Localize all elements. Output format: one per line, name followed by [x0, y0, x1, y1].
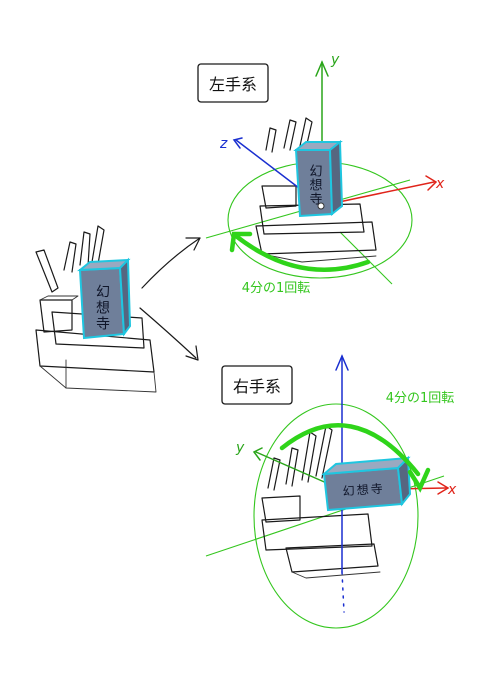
original-shrine: 幻想寺: [35, 225, 157, 393]
left-x-axis-label: x: [435, 176, 445, 192]
stone-engraving-left: 幻想寺: [307, 164, 323, 206]
right-orbit-ellipse: [253, 403, 419, 629]
right-handed-system: 右手系 y x 幻想寺 4分の1回転: [205, 354, 457, 629]
left-y-axis-label: y: [330, 52, 340, 68]
left-z-axis-label: z: [219, 136, 228, 152]
transition-arrows: [139, 237, 201, 361]
left-system-label: 左手系: [209, 75, 257, 94]
stone-engraving-original: 幻想寺: [94, 284, 110, 332]
left-system-label-box: [197, 63, 269, 103]
stone-engraving-right: 幻想寺: [342, 481, 385, 499]
left-rotation-note: 4分の1回転: [242, 281, 311, 296]
right-y-axis-label: y: [235, 440, 245, 456]
right-rotation-note: 4分の1回転: [386, 391, 455, 406]
right-rotation-arrow: [279, 423, 421, 477]
right-system-label-box: [221, 365, 293, 405]
right-system-label: 右手系: [233, 377, 281, 396]
left-handed-system: 左手系 y z x 幻想寺 4分の: [197, 52, 445, 296]
right-x-axis-label: x: [447, 482, 457, 498]
left-rotation-arrow: [233, 233, 371, 273]
